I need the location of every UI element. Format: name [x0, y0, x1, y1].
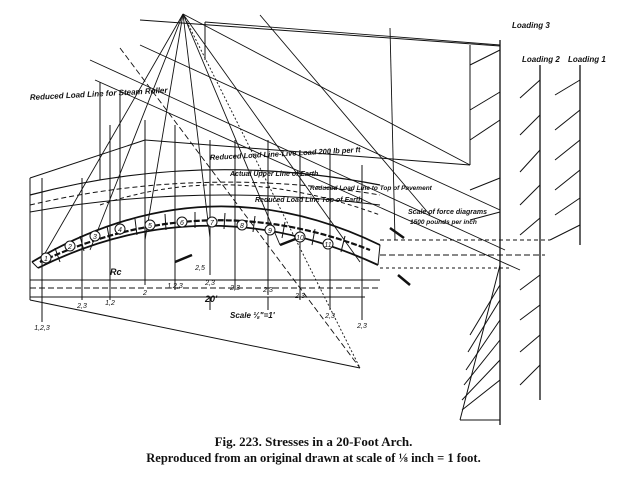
vertical-load-drops [41, 82, 363, 322]
label-actual-upper-earth: Actual Upper Line of Earth [229, 171, 318, 178]
arch-ring [31, 205, 381, 269]
load-mark: 2,3 [262, 287, 273, 294]
funicular-rays [39, 13, 521, 369]
load-lines [29, 169, 381, 216]
force-diagram-loading-3 [459, 40, 501, 425]
voussoir-number: 1 [44, 256, 48, 263]
load-mark: 2 [142, 290, 147, 297]
voussoir-number: 10 [296, 235, 304, 242]
label-scale-drawing: Scale ⅛"=1' [230, 311, 276, 320]
label-loading-1: Loading 1 [568, 55, 606, 64]
load-mark: 2,5 [194, 265, 205, 272]
voussoir-markers [40, 216, 334, 264]
voussoir-number: 5 [148, 223, 152, 230]
label-loading-3: Loading 3 [512, 21, 550, 30]
load-mark: 2,3 [294, 293, 305, 300]
voussoir-number: 6 [180, 220, 184, 227]
label-scale-force: Scale of force diagrams [408, 209, 487, 216]
load-marks: 1,2,3 2,3 1,2 2 1,2,3 2,3 2,3 2,3 2,3 2,… [34, 265, 367, 332]
voussoir-number: 11 [324, 242, 331, 249]
load-mark: 2,3 [356, 323, 367, 330]
voussoir-number: 7 [210, 220, 215, 227]
load-mark: 2,3 [229, 285, 240, 292]
load-mark: 2,3 [324, 313, 335, 320]
label-loading-2: Loading 2 [522, 55, 560, 64]
load-mark: 1,2,3 [34, 325, 50, 332]
label-rc: Rc [110, 267, 122, 277]
voussoir-number: 4 [118, 227, 122, 234]
figure-caption-title: Fig. 223. Stresses in a 20-Foot Arch. [214, 434, 413, 449]
load-mark: 1,2,3 [167, 283, 183, 290]
voussoir-number: 3 [93, 234, 97, 241]
dimension-lines [30, 239, 550, 310]
voussoir-number: 8 [240, 223, 244, 230]
label-reduced-earth: Reduced Load Line Top of Earth [255, 197, 362, 204]
force-diagram-loading-1 [549, 65, 581, 245]
voussoir-number: 9 [268, 228, 272, 235]
load-mark: 2,3 [76, 303, 87, 310]
voussoir-number: 2 [67, 244, 72, 251]
label-scale-force-2: 1500 pounds per inch [410, 219, 477, 226]
label-reduced-steam-roller: Reduced Load Line for Steam Roller [30, 86, 169, 102]
label-dim-20: 20' [204, 294, 218, 304]
force-diagram-loading-2 [519, 65, 541, 400]
figure-caption-subtitle: Reproduced from an original drawn at sca… [146, 451, 481, 465]
voussoir-numbers: 1 2 3 4 5 6 7 8 9 10 11 [44, 220, 332, 263]
label-reduced-live-load: Reduced Load Line-Live Load 200 lb per f… [210, 145, 362, 162]
load-mark: 2,3 [204, 280, 215, 287]
label-reduced-pavement: Reduced Load Line to Top of Pavement [310, 185, 433, 192]
load-mark: 1,2 [105, 300, 115, 307]
